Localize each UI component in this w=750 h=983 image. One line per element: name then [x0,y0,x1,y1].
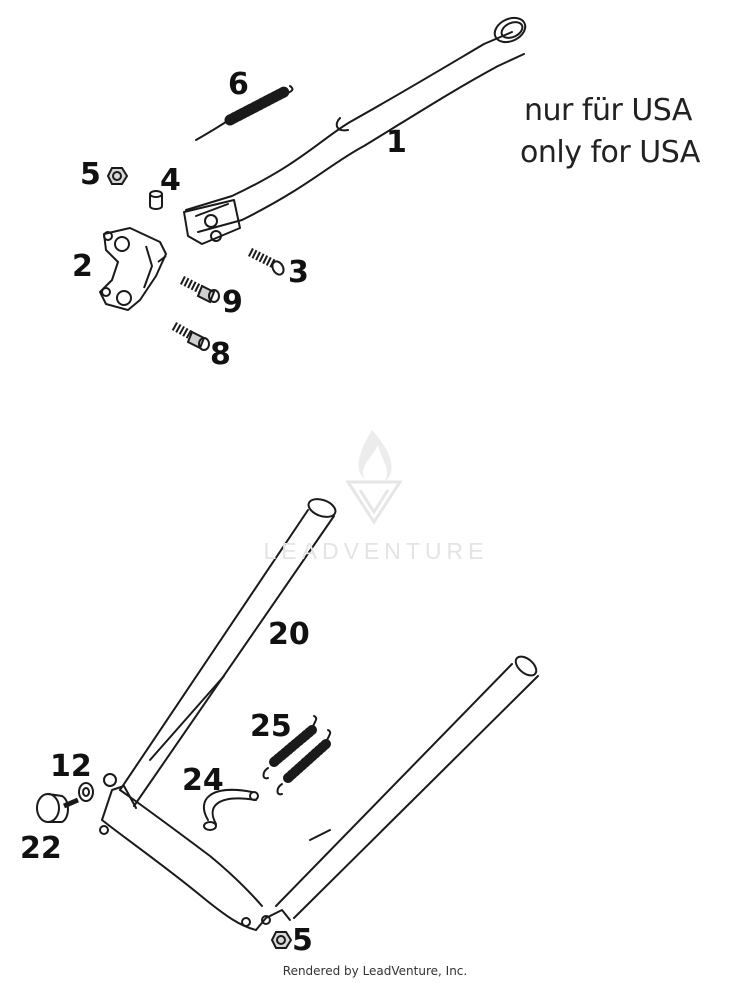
callout-6: 6 [228,67,249,102]
footer-credit: Rendered by LeadVenture, Inc. [282,964,468,978]
callout-2: 2 [72,249,93,284]
nut-part-5-bottom [270,931,293,949]
callout-1: 1 [386,125,407,160]
bushing-part-4 [149,190,163,210]
springs-part-25 [262,715,332,796]
callout-9: 9 [222,285,243,320]
callout-12: 12 [50,749,92,784]
callout-8: 8 [210,337,231,372]
leadventure-logo-watermark [345,430,403,525]
callout-24: 24 [182,763,224,798]
callout-5-top: 5 [80,157,101,192]
bracket-part-2 [99,227,167,311]
bolt-part-9 [179,275,220,304]
callout-3: 3 [288,255,309,290]
watermark-text: LEADVENTURE [263,538,489,564]
callout-4: 4 [160,163,181,198]
side-stand-part-1 [183,16,527,245]
bolt-part-3 [247,247,285,276]
callout-5-bottom: 5 [292,923,313,958]
bracket-part-24 [202,788,259,831]
callout-25: 25 [250,709,292,744]
nut-part-5-top [106,167,129,185]
spring-part-6 [195,85,294,141]
bolt-part-8 [171,322,210,351]
callout-20: 20 [268,617,310,652]
usa-note-english: only for USA [520,135,700,170]
stopper-part-22 [36,793,79,823]
usa-note-german: nur für USA [524,93,692,128]
callout-22: 22 [20,831,62,866]
washer-part-12 [78,782,94,802]
center-stand-part-20 [99,498,539,931]
